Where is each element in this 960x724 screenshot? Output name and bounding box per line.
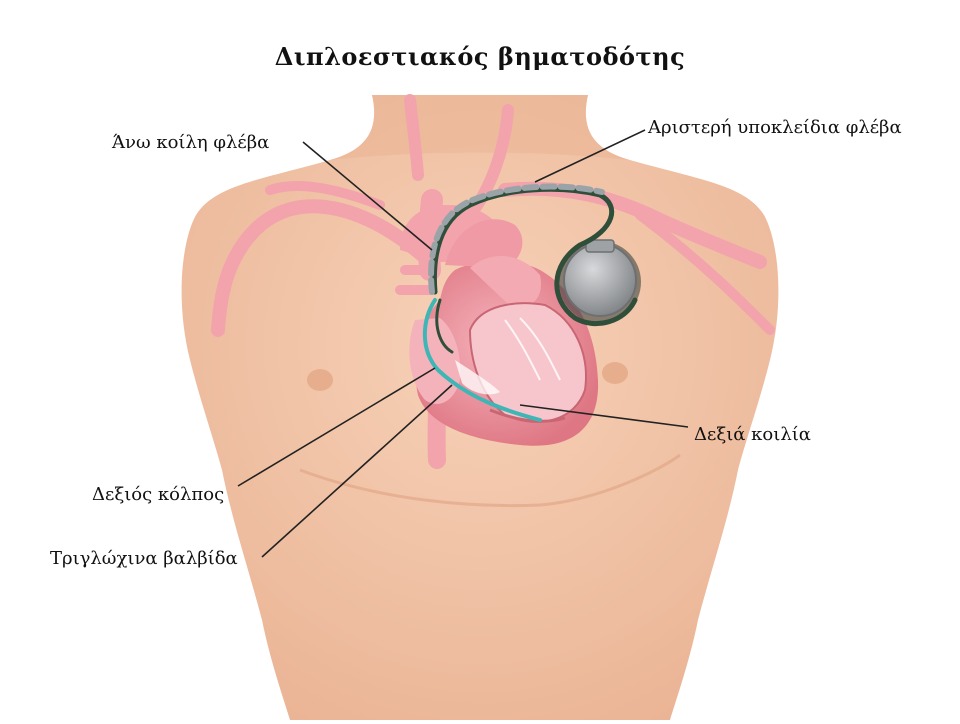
pacing-leads <box>422 183 638 422</box>
tricuspid-valve-shape <box>455 360 500 395</box>
label-right-atrium: Δεξιός κόλπος <box>92 484 225 505</box>
pacemaker-device <box>559 239 641 323</box>
pulmonary-trunk <box>470 255 541 307</box>
label-left-subclavian-vein: Αριστερή υποκλείδια φλέβα <box>648 117 902 138</box>
aortic-arch <box>445 219 523 268</box>
vessel-network <box>211 94 775 469</box>
leader-lines <box>237 129 689 558</box>
label-tricuspid-valve: Τριγλώχινα βαλβίδα <box>50 548 238 569</box>
label-right-ventricle: Δεξιά κοιλία <box>694 424 811 445</box>
diagram-title: Διπλοεστιακός βηματοδότης <box>274 42 686 71</box>
heart <box>409 219 599 446</box>
right-nipple <box>602 362 628 384</box>
left-nipple <box>307 369 333 391</box>
label-superior-vena-cava: Άνω κοίλη φλέβα <box>112 132 270 153</box>
right-atrium-shape <box>409 318 461 404</box>
